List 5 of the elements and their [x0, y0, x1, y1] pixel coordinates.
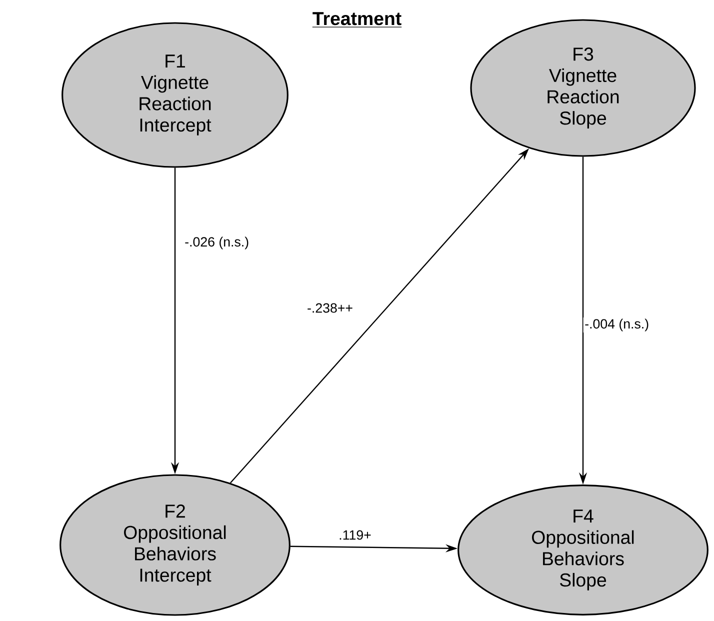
edge-label: .119+	[337, 528, 373, 542]
title: Treatment	[312, 12, 402, 28]
edge-label: -.026 (n.s.)	[183, 235, 250, 251]
edge-label: -.004 (n.s.)	[583, 317, 650, 333]
edge-label: -.238++	[306, 302, 354, 314]
